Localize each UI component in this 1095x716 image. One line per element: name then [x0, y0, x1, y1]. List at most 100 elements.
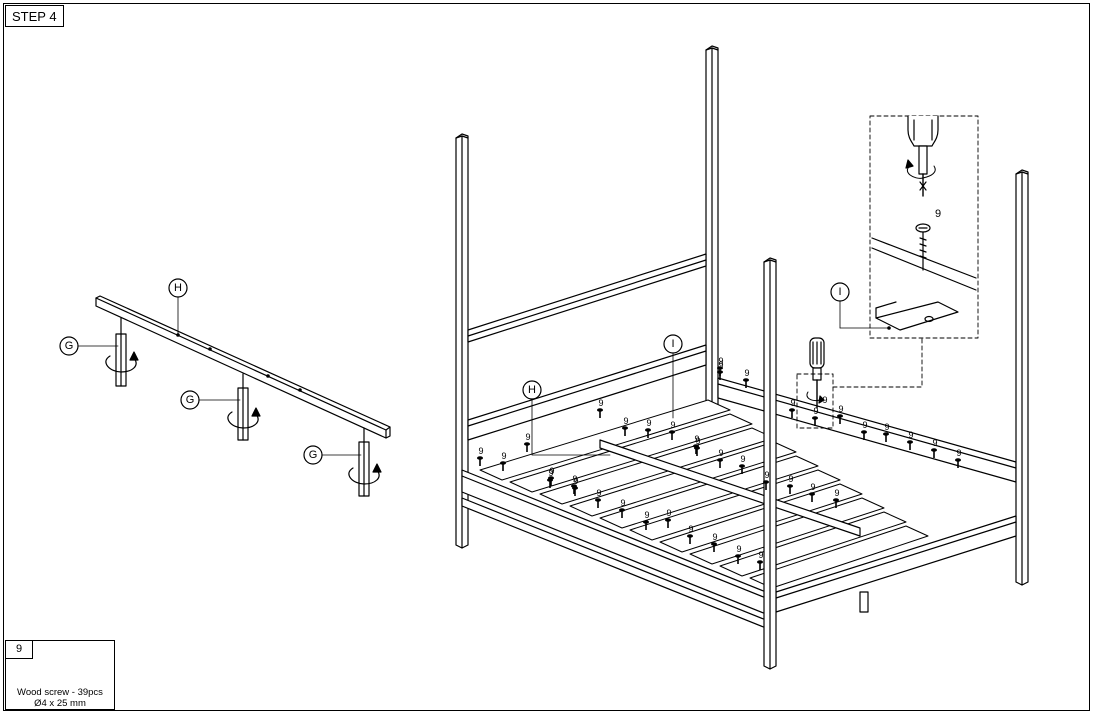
wood-screw-shank: [909, 442, 911, 450]
detail-link: [796, 335, 923, 429]
screws-on-frame: [477, 366, 961, 570]
wood-screw-shank: [574, 488, 576, 496]
wood-screw-shank: [933, 450, 935, 458]
screw-number-label: 9: [788, 474, 793, 484]
wood-screw-shank: [839, 416, 841, 424]
wood-screw-shank: [765, 482, 767, 490]
screw-number-label: 9: [596, 488, 601, 498]
callout-h-bed-text: H: [528, 384, 536, 396]
screw-number-label: 9: [884, 422, 889, 432]
screw-number-label: 9: [956, 448, 961, 458]
support-leg-g-2: [227, 373, 261, 441]
screw-number-label: 9: [688, 524, 693, 534]
screw-number-label: 9: [646, 418, 651, 428]
rotation-arrow-icon: [105, 355, 137, 373]
rotation-arrow-icon: [348, 467, 380, 485]
rotation-arrow-icon: [227, 411, 259, 429]
screw-number-label: 9: [740, 454, 745, 464]
wood-screw-shank: [647, 430, 649, 438]
screwdriver-icon: [806, 337, 825, 409]
part-description: Wood screw - 39pcs Ø4 x 25 mm: [6, 687, 114, 709]
callout-g-2-text: G: [186, 394, 195, 406]
wood-screw-shank: [667, 520, 669, 528]
callout-i-bed-text: I: [671, 338, 674, 350]
screw-number-label: 9: [478, 446, 483, 456]
callout-g-1: [59, 336, 119, 356]
screw-number-label: 9: [525, 432, 530, 442]
screw-number-label: 9: [573, 476, 578, 486]
screw-number-label: 9: [790, 398, 795, 408]
screw-number-label: 9: [718, 360, 723, 370]
wood-screw-icon-detail: [915, 223, 931, 271]
parts-legend: 9 Wood screw - 39pcs Ø4 x 25 mm: [5, 640, 115, 710]
wood-screw-shank: [479, 458, 481, 466]
wood-screw-shank: [745, 380, 747, 388]
wood-screw-shank: [737, 556, 739, 564]
screw-number-label: 9: [810, 482, 815, 492]
wood-screw-shank: [814, 418, 816, 426]
step-label: STEP 4: [5, 5, 64, 27]
wood-screw-shank: [645, 522, 647, 530]
screw-number-label: 9: [695, 436, 700, 446]
callout-g-1-text: G: [65, 340, 74, 352]
wood-screw-shank: [624, 428, 626, 436]
wood-screw-shank: [713, 544, 715, 552]
wood-screw-shank: [811, 494, 813, 502]
screw-number-label: 9: [644, 510, 649, 520]
screwdriver-screw-number: 9: [822, 395, 827, 405]
screw-number-label: 9: [501, 451, 506, 461]
wood-screw-shank: [526, 444, 528, 452]
wood-screw-shank: [671, 432, 673, 440]
callout-i-bed: [663, 334, 683, 419]
wood-screw-shank: [835, 500, 837, 508]
screw-number-label: 9: [718, 356, 723, 366]
callout-g-3: [303, 445, 362, 465]
screw-number-label: 9: [548, 468, 553, 478]
screw-number-label: 9: [598, 398, 603, 408]
part-reference-number: 9: [6, 641, 33, 659]
callout-i-detail-text: I: [838, 286, 841, 298]
screw-number-label: 9: [834, 488, 839, 498]
wood-screw-shank: [599, 410, 601, 418]
callout-g-3-text: G: [309, 449, 318, 461]
support-leg-g-1: [105, 317, 139, 387]
wood-screw-shank: [689, 536, 691, 544]
wood-screw-shank: [502, 463, 504, 471]
wood-screw-shank: [741, 466, 743, 474]
screw-number-label: 9: [758, 550, 763, 560]
part-size: Ø4 x 25 mm: [34, 698, 86, 709]
callout-h-bed: [522, 380, 611, 456]
callout-h-left-text: H: [174, 282, 182, 294]
screw-number-label: 9: [718, 448, 723, 458]
screw-number-label: 9: [620, 498, 625, 508]
wood-screw-shank: [549, 480, 551, 488]
callout-g-2: [180, 390, 241, 410]
wood-screw-shank: [597, 500, 599, 508]
diagram-frame: [3, 3, 1090, 711]
support-beam-h: [95, 295, 391, 439]
wood-screw-shank: [621, 510, 623, 518]
screw-number-label: 9: [712, 532, 717, 542]
screw-number-label: 9: [744, 368, 749, 378]
screw-number-label: 9: [666, 508, 671, 518]
screwdriver-icon-detail: [905, 115, 939, 197]
screw-number-label: 9: [694, 434, 699, 444]
screw-number-label: 9: [932, 438, 937, 448]
callout-h-left: [168, 278, 188, 336]
wood-screw-shank: [573, 486, 575, 494]
callout-i-detail: [830, 282, 890, 329]
wood-screw-shank: [789, 486, 791, 494]
screw-number-label: 9: [764, 470, 769, 480]
wood-screw-shank: [957, 460, 959, 468]
screw-number-label: 9: [623, 416, 628, 426]
screw-number-label: 9: [813, 406, 818, 416]
detail-screw-number: 9: [935, 208, 941, 220]
bed-frame: [455, 45, 1029, 670]
detail-inset: [869, 115, 979, 339]
wood-screw-shank: [550, 478, 552, 486]
wood-screw-shank: [695, 446, 697, 454]
wood-screw-shank: [863, 432, 865, 440]
wood-screw-shank: [791, 410, 793, 418]
wood-screw-shank: [719, 372, 721, 380]
